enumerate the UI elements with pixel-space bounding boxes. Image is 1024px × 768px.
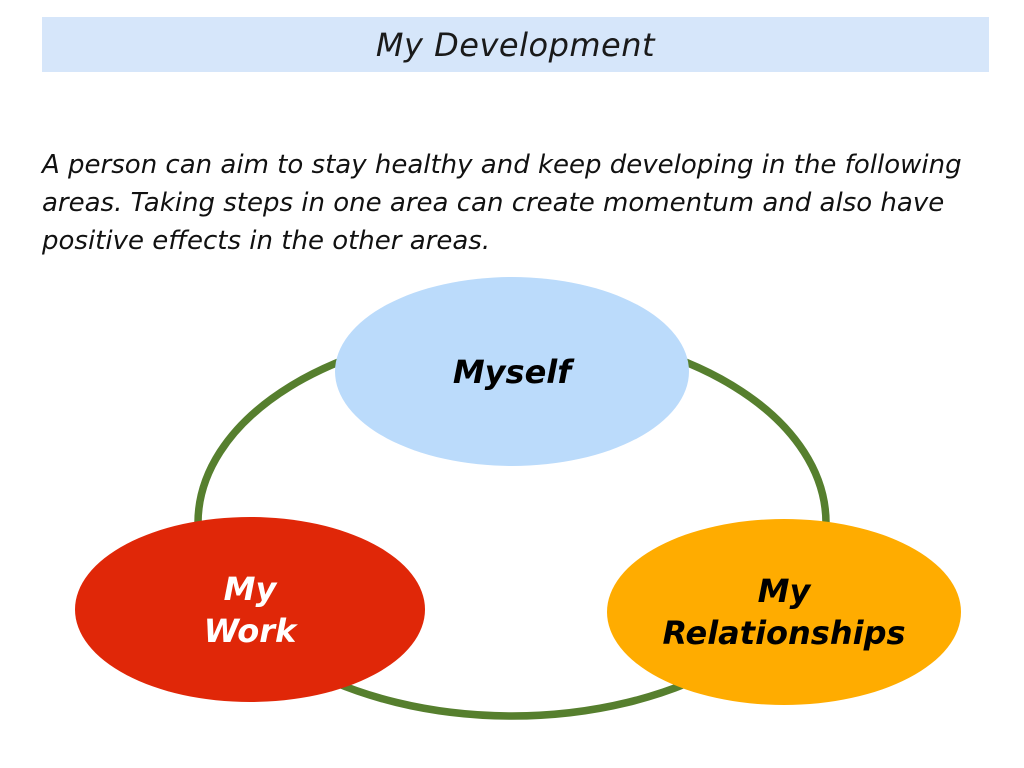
- title-bar: My Development: [42, 17, 989, 72]
- label-line: Myself: [452, 352, 572, 391]
- intro-text: A person can aim to stay healthy and kee…: [42, 150, 962, 256]
- label-line: My: [757, 572, 811, 610]
- myself-label: Myself: [335, 277, 689, 466]
- page-title: My Development: [375, 25, 656, 64]
- myself-ellipse: [335, 277, 689, 466]
- my-relationships-ellipse: [607, 519, 961, 705]
- label-line: Relationships: [662, 614, 906, 652]
- label-line: Work: [203, 611, 297, 650]
- my-work-ellipse: [75, 517, 425, 702]
- my-work-label: My Work: [75, 517, 425, 702]
- my-relationships-label: My Relationships: [607, 519, 961, 705]
- label-line: My: [223, 569, 277, 608]
